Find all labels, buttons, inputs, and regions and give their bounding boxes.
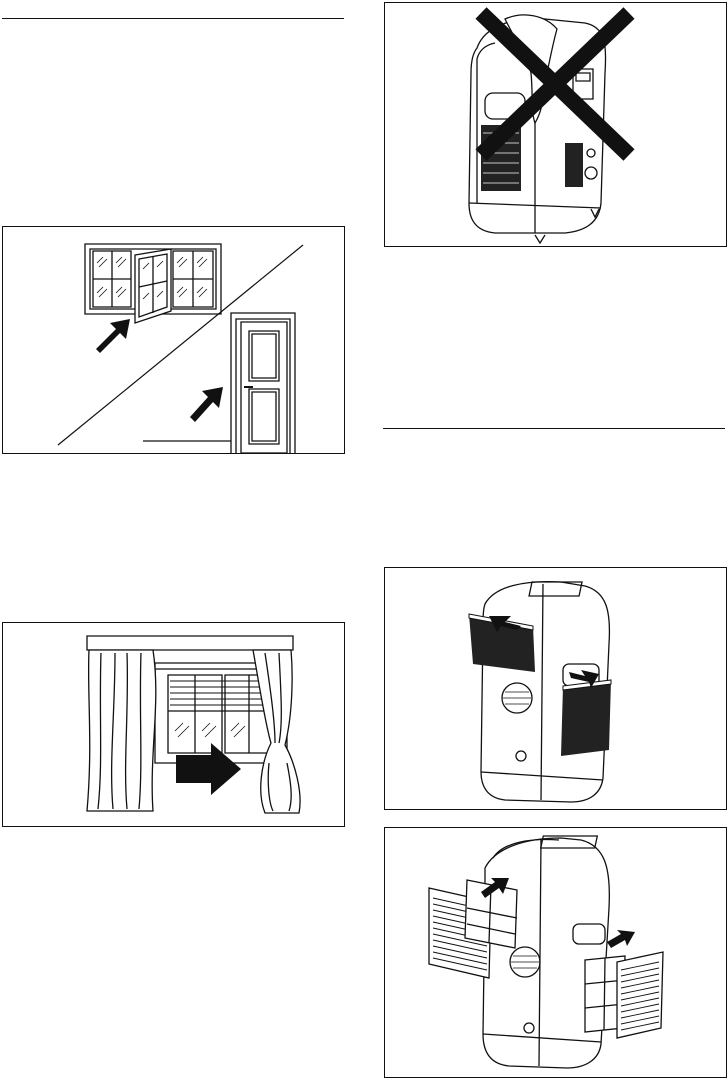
figure-ventilation [2,226,345,454]
figure-remove-grilles [384,567,727,810]
door-drawing [143,313,295,453]
figure-curtain [2,622,345,827]
section-divider-right-middle [383,428,725,429]
arrow-right-filter [607,930,635,948]
section-divider-left-top [2,18,344,19]
figure-do-not-cover [384,2,727,247]
arrow-shade [176,743,241,795]
arrow-to-door [190,387,223,422]
remove-grilles-illustration [385,568,726,809]
ventilation-illustration [3,227,344,453]
right-grille [617,952,663,1038]
do-not-cover-illustration [385,3,726,246]
figure-remove-filters [384,827,727,1078]
arrow-to-window [96,319,130,353]
remove-filters-illustration [385,828,726,1077]
lower-grille [561,680,611,756]
curtain-illustration [3,623,344,826]
window-drawing [85,244,221,323]
